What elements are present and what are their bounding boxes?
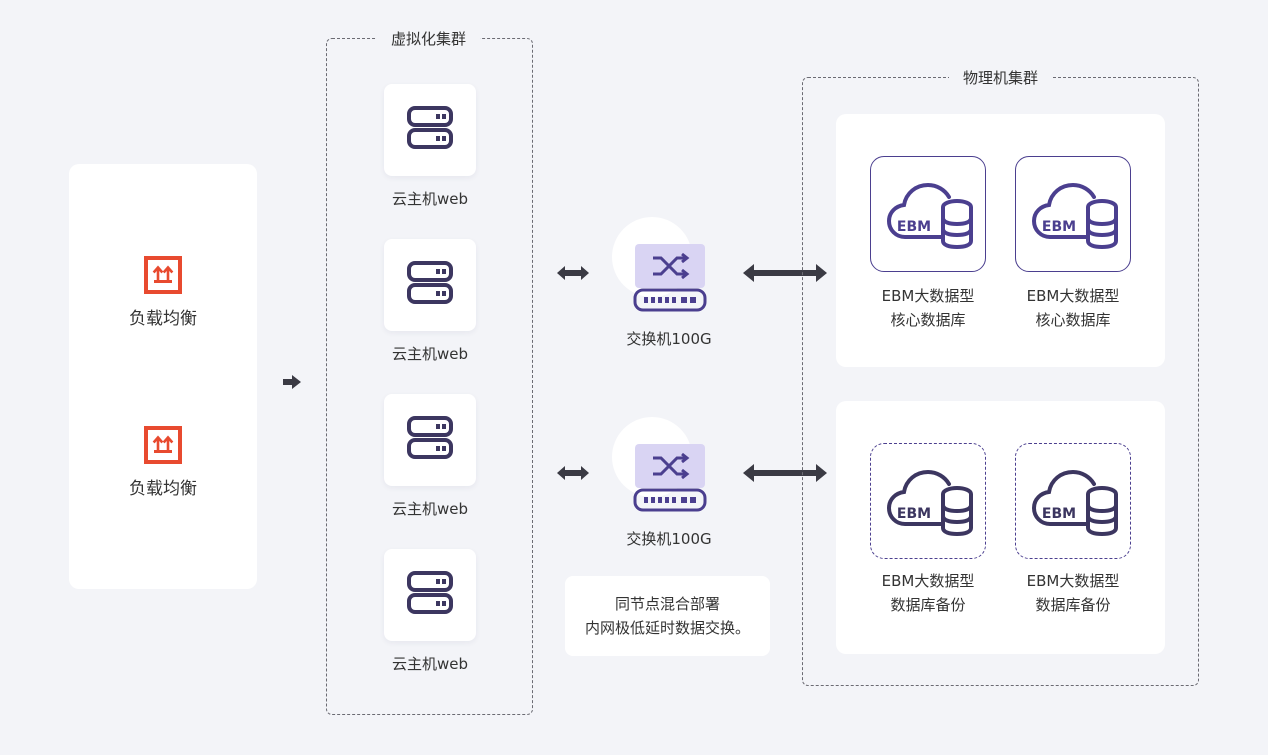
ebm-node[interactable]: EBM (1015, 443, 1131, 559)
switch-label: 交换机100G (626, 530, 712, 548)
ebm-label: EBM大数据型 核心数据库 (853, 284, 1003, 332)
physical-cluster-title: 物理机集群 (949, 67, 1053, 88)
ebm-cloud-db-icon: EBM (1032, 469, 1118, 537)
ebm-label-line-1: EBM大数据型 (1026, 287, 1120, 305)
ebm-label-line-2: 核心数据库 (1035, 311, 1111, 329)
load-balancer-item[interactable]: 负载均衡 (69, 426, 257, 499)
vm-label: 云主机web (391, 500, 469, 518)
vm-label: 云主机web (391, 190, 469, 208)
virtual-cluster-title: 虚拟化集群 (377, 28, 481, 49)
ebm-label: EBM大数据型 核心数据库 (998, 284, 1148, 332)
vm-tile[interactable] (384, 549, 476, 641)
vm-tile[interactable] (384, 239, 476, 331)
load-balancer-card: 负载均衡 负载均衡 (69, 164, 257, 589)
vm-label: 云主机web (391, 655, 469, 673)
load-balancer-label: 负载均衡 (129, 479, 197, 499)
note-line-2: 内网极低延时数据交换。 (584, 619, 750, 637)
arrow-right-icon (283, 375, 301, 389)
load-balancer-icon (144, 256, 182, 294)
ebm-node[interactable]: EBM (870, 443, 986, 559)
server-icon (407, 261, 453, 304)
server-icon (407, 106, 453, 149)
virtual-cluster-frame: 虚拟化集群 (326, 28, 533, 715)
ebm-label-line-2: 数据库备份 (890, 596, 966, 614)
core-db-card: EBM EBM大数据型 核心数据库 EBM EBM大数据型 核心数据库 (836, 114, 1165, 367)
switch-label: 交换机100G (626, 330, 712, 348)
load-balancer-label: 负载均衡 (129, 309, 197, 329)
double-arrow-icon (557, 466, 589, 480)
ebm-label-line-1: EBM大数据型 (1026, 572, 1120, 590)
ebm-badge: EBM (897, 506, 931, 522)
backup-db-card: EBM EBM大数据型 数据库备份 EBM EBM大数据型 数据库备份 (836, 401, 1165, 654)
server-icon (407, 571, 453, 614)
ebm-badge: EBM (897, 219, 931, 235)
ebm-label-line-2: 数据库备份 (1035, 596, 1111, 614)
load-balancer-icon (144, 426, 182, 464)
ebm-cloud-db-icon: EBM (1032, 182, 1118, 250)
ebm-label-line-2: 核心数据库 (890, 311, 966, 329)
ebm-cloud-db-icon: EBM (887, 469, 973, 537)
vm-label: 云主机web (391, 345, 469, 363)
switch-icon[interactable] (633, 244, 707, 314)
ebm-badge: EBM (1042, 219, 1076, 235)
double-arrow-icon (743, 464, 827, 482)
ebm-label: EBM大数据型 数据库备份 (853, 569, 1003, 617)
load-balancer-item[interactable]: 负载均衡 (69, 256, 257, 329)
switch-icon[interactable] (633, 444, 707, 514)
ebm-node[interactable]: EBM (870, 156, 986, 272)
note-line-1: 同节点混合部署 (614, 595, 720, 613)
vm-tile[interactable] (384, 84, 476, 176)
ebm-badge: EBM (1042, 506, 1076, 522)
server-icon (407, 416, 453, 459)
double-arrow-icon (743, 264, 827, 282)
ebm-label-line-1: EBM大数据型 (881, 287, 975, 305)
ebm-node[interactable]: EBM (1015, 156, 1131, 272)
deployment-note: 同节点混合部署 内网极低延时数据交换。 (565, 576, 770, 656)
physical-cluster-frame: 物理机集群 (802, 67, 1199, 686)
double-arrow-icon (557, 266, 589, 280)
ebm-cloud-db-icon: EBM (887, 182, 973, 250)
vm-tile[interactable] (384, 394, 476, 486)
ebm-label-line-1: EBM大数据型 (881, 572, 975, 590)
ebm-label: EBM大数据型 数据库备份 (998, 569, 1148, 617)
